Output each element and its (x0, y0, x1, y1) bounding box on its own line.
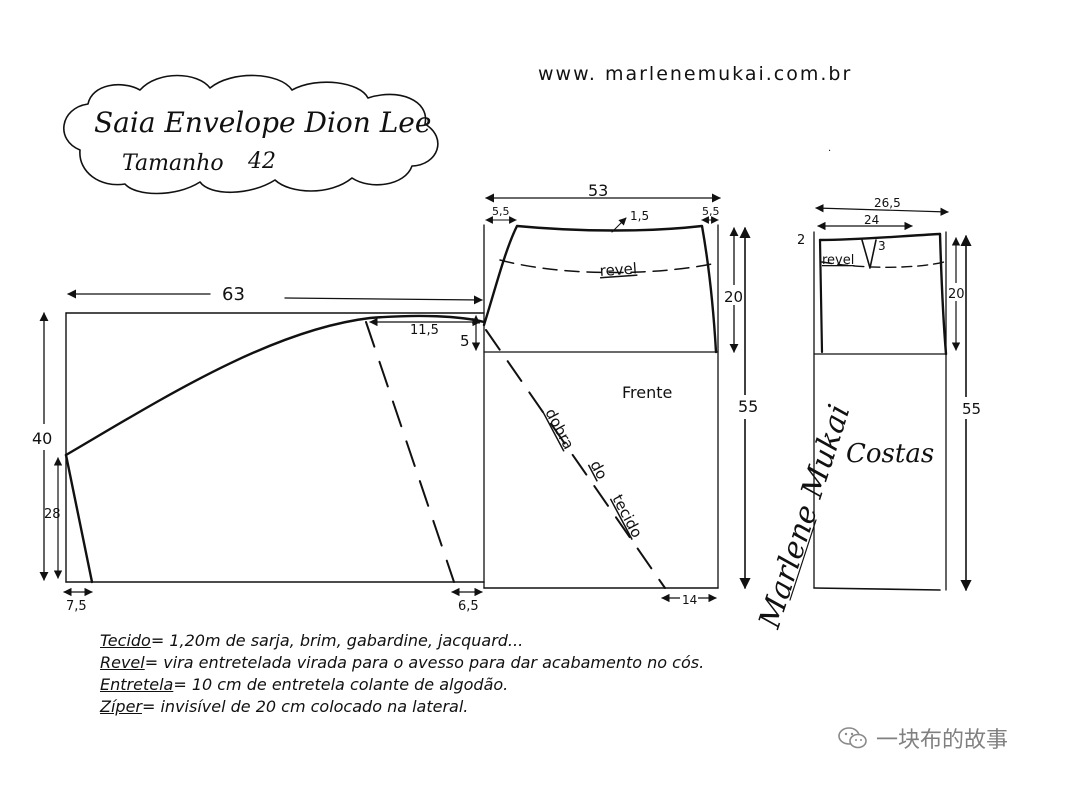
watermark: 一块布的故事 (838, 722, 1008, 754)
note-text: 10 cm de entretela colante de algodão. (191, 675, 509, 694)
note-term: Revel (100, 653, 145, 672)
front-right-offset-label: 5,5 (702, 205, 720, 218)
stray-mark: · (828, 146, 831, 157)
diagram-title: Saia Envelope Dion Lee (94, 106, 431, 139)
title-cloud (63, 74, 439, 195)
left-width-label: 63 (222, 284, 245, 305)
front-top-width-label: 53 (588, 181, 608, 200)
front-facing-label: revel (599, 259, 638, 280)
note-text: vira entretelada virada para o avesso pa… (163, 653, 705, 672)
note-text: 1,20m de sarja, brim, gabardine, jacquar… (169, 631, 524, 650)
waist-curve-label: 1,5 (630, 209, 649, 223)
drop-label: 5 (460, 332, 470, 350)
fold-label-1: dobra (541, 405, 577, 452)
svg-text:Marlene Mukai: Marlene Mukai (752, 400, 857, 633)
size-label: Tamanho (122, 151, 224, 176)
back-left-drop-label: 2 (797, 233, 805, 248)
dart-label: 3 (878, 239, 886, 253)
front-facing-height-label: 20 (724, 288, 743, 306)
left-lower-height-label: 28 (44, 507, 61, 522)
front-length-label: 55 (738, 397, 758, 416)
front-bottom-label: 14 (682, 593, 697, 607)
note-term: Zíper (100, 697, 142, 716)
front-left-offset-label: 5,5 (492, 205, 510, 218)
note-term: Tecido (100, 631, 151, 650)
watermark-text: 一块布的故事 (876, 728, 1009, 753)
size-value: 42 (247, 149, 276, 174)
note-revel: Revel= vira entretelada virada para o av… (100, 653, 705, 672)
back-piece-name: Costas (846, 439, 934, 469)
curve-offset-label: 11,5 (410, 323, 439, 338)
bottom-left-label: 7,5 (66, 599, 87, 614)
back-facing-label: revel (822, 253, 854, 268)
fold-label-3: tecido (608, 491, 646, 540)
front-piece-name: Frente (622, 383, 672, 402)
bottom-right-label: 6,5 (458, 599, 479, 614)
note-ziper: Zíper= invisível de 20 cm colocado na la… (100, 697, 469, 716)
back-inner-width-label: 24 (864, 213, 879, 227)
wechat-icon (838, 726, 868, 750)
back-facing-height-label: 20 (948, 287, 965, 302)
note-tecido: Tecido= 1,20m de sarja, brim, gabardine,… (100, 631, 524, 650)
note-term: Entretela (100, 675, 174, 694)
website-text: www. marlenemukai.com.br (538, 63, 852, 85)
back-piece (813, 231, 948, 591)
left-panel-piece (64, 312, 486, 584)
back-length-label: 55 (962, 400, 981, 418)
left-height-label: 40 (32, 429, 52, 448)
front-piece (482, 224, 719, 589)
back-top-width-label: 26,5 (874, 196, 901, 210)
signature: Marlene Mukai (752, 400, 857, 633)
note-text: invisível de 20 cm colocado na lateral. (160, 697, 469, 716)
fold-label-2: do (586, 457, 611, 482)
note-entretela: Entretela= 10 cm de entretela colante de… (100, 675, 509, 694)
notes: Tecido= 1,20m de sarja, brim, gabardine,… (100, 630, 920, 718)
